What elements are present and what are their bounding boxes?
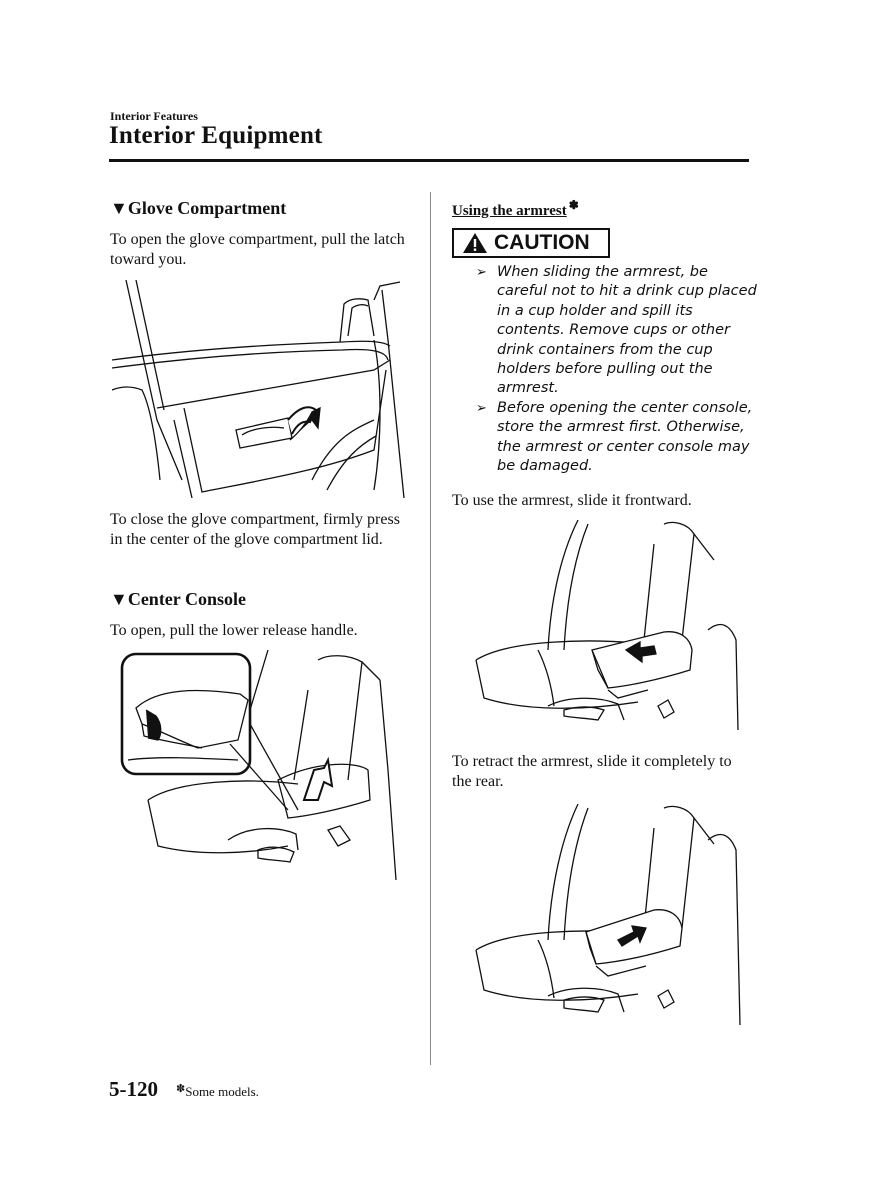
caution-item: ➢ When sliding the armrest, be careful no… bbox=[476, 263, 761, 399]
armrest-heading: Using the armrest✽ bbox=[452, 198, 579, 220]
center-console-heading: ▼Center Console bbox=[110, 589, 246, 609]
caution-item: ➢ Before opening the center console, stor… bbox=[476, 399, 761, 477]
caution-item-text: When sliding the armrest, be careful not… bbox=[497, 264, 757, 397]
warning-triangle-icon bbox=[463, 233, 487, 253]
column-divider bbox=[430, 192, 431, 1065]
glove-compartment-illustration bbox=[112, 280, 407, 498]
armrest-retract-text: To retract the armrest, slide it complet… bbox=[452, 753, 732, 790]
caution-label-box: CAUTION bbox=[452, 228, 610, 258]
section-label: Interior Features bbox=[110, 109, 198, 123]
center-console-illustration bbox=[118, 650, 403, 880]
glove-open-text: To open the glove compartment, pull the … bbox=[110, 231, 405, 268]
glove-compartment-heading: ▼Glove Compartment bbox=[110, 198, 287, 218]
armrest-retract-illustration bbox=[468, 800, 748, 1025]
arrow-bullet-icon: ➢ bbox=[476, 400, 487, 416]
header-rule bbox=[109, 159, 749, 162]
caution-label: CAUTION bbox=[494, 231, 590, 254]
armrest-heading-text: Using the armrest bbox=[452, 203, 567, 219]
footnote-text: Some models. bbox=[185, 1084, 259, 1099]
console-open-text: To open, pull the lower release handle. bbox=[110, 622, 358, 639]
page-number: 5-120 bbox=[109, 1077, 158, 1101]
caution-item-text: Before opening the center console, store… bbox=[497, 399, 753, 475]
page-title: Interior Equipment bbox=[109, 122, 323, 149]
footnote: ✽Some models. bbox=[176, 1082, 259, 1100]
footnote-mark: ✽ bbox=[176, 1083, 186, 1095]
armrest-forward-illustration bbox=[468, 520, 748, 730]
caution-list: ➢ When sliding the armrest, be careful no… bbox=[476, 263, 761, 476]
armrest-use-text: To use the armrest, slide it frontward. bbox=[452, 492, 692, 509]
some-models-mark: ✽ bbox=[568, 198, 579, 212]
arrow-bullet-icon: ➢ bbox=[476, 265, 487, 280]
glove-close-text: To close the glove compartment, firmly p… bbox=[110, 511, 400, 548]
